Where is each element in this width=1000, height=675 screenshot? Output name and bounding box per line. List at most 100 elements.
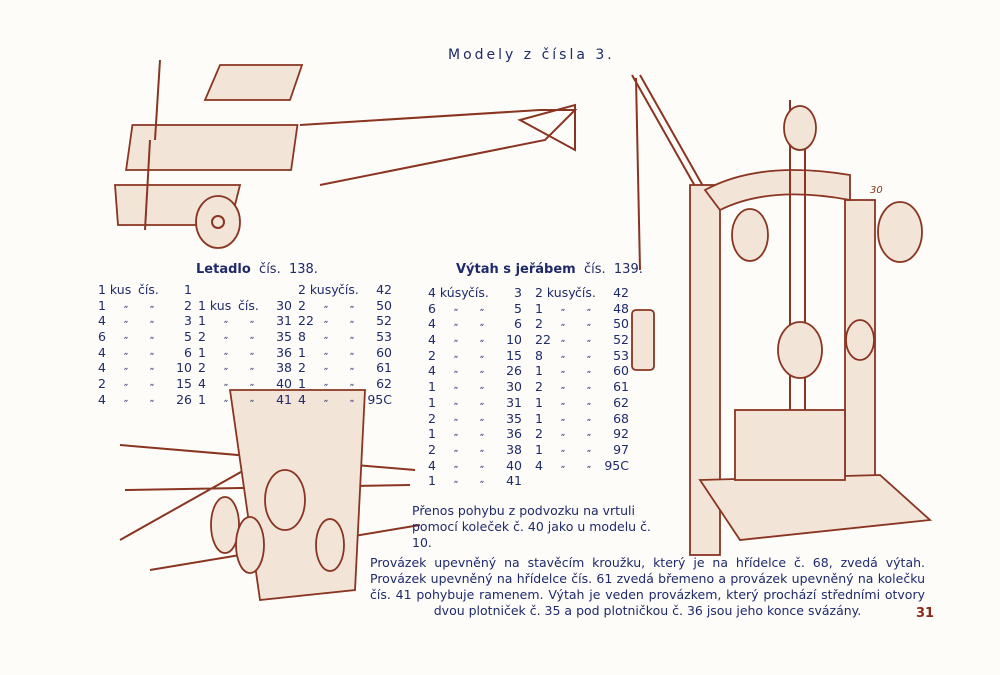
parts-row: 1„„41 — [198, 392, 292, 408]
unit: „ — [560, 443, 566, 454]
parts-row: 2„„35 — [198, 329, 292, 345]
quantity: 1 — [428, 426, 436, 442]
vytah-heading: Výtah s jeřábem čís. 139. — [456, 262, 643, 277]
quantity: 1 — [298, 344, 306, 360]
unit: „ — [123, 378, 129, 389]
cis-label: „ — [479, 349, 485, 360]
part-number: 41 — [276, 391, 292, 407]
parts-row: 4„„6 — [428, 316, 522, 332]
parts-row: 4„„10 — [98, 360, 192, 376]
quantity: 1 — [428, 379, 436, 395]
part-number: 26 — [506, 363, 522, 379]
parts-row: 6„„5 — [428, 301, 522, 317]
part-number: 60 — [376, 344, 392, 360]
quantity: 4 — [98, 391, 106, 407]
transmission-note: Přenos pohybu z podvozku na vrtuli pomoc… — [412, 503, 651, 550]
part-number: 6 — [184, 344, 192, 360]
quantity: 4 — [98, 313, 106, 329]
cis-label: „ — [349, 362, 355, 373]
quantity: 4 — [535, 457, 543, 473]
cis-label: „ — [479, 475, 485, 486]
quantity: 1 — [198, 391, 206, 407]
part-number: 42 — [613, 285, 629, 300]
parts-row: 4„„10 — [428, 332, 522, 348]
part-number: 48 — [613, 300, 629, 316]
parts-row: 22„„52 — [298, 313, 392, 329]
parts-row: 1„„2 — [98, 298, 192, 314]
part-number: 60 — [613, 363, 629, 379]
quantity: 2 kusy — [298, 282, 339, 297]
parts-row: 6„„5 — [98, 329, 192, 345]
unit: „ — [123, 346, 129, 357]
quantity: 4 — [198, 376, 206, 392]
part-number: 35 — [276, 329, 292, 345]
part-number: 68 — [613, 410, 629, 426]
quantity: 1 — [198, 344, 206, 360]
cis-label: „ — [479, 428, 485, 439]
quantity: 2 — [198, 360, 206, 376]
cis-label: „ — [586, 334, 592, 345]
part-number: 26 — [176, 391, 192, 407]
part-number: 10 — [506, 332, 522, 348]
part-number: 38 — [506, 441, 522, 457]
parts-row: 1 „ „ 68 — [535, 411, 629, 427]
parts-row: 8„„53 — [298, 329, 392, 345]
cis-label: „ — [479, 459, 485, 470]
unit: „ — [560, 396, 566, 407]
unit: „ — [323, 315, 329, 326]
unit: „ — [323, 299, 329, 310]
part-number: 52 — [376, 313, 392, 329]
part-number: 61 — [376, 360, 392, 376]
part-number: 5 — [184, 329, 192, 345]
parts-row: 2„„92 — [535, 426, 629, 442]
quantity: 2 kusy — [535, 285, 576, 300]
unit: „ — [560, 381, 566, 392]
part-number: 1 — [184, 282, 192, 297]
quantity: 6 — [98, 329, 106, 345]
parts-row: 2„„61 — [298, 360, 392, 376]
quantity: 4 — [428, 457, 436, 473]
quantity: 2 — [535, 379, 543, 395]
cis-label: „ — [249, 378, 255, 389]
page-number: 31 — [916, 606, 935, 621]
quantity: 4 kúsy — [428, 285, 469, 300]
cis-label: „ — [479, 334, 485, 345]
unit: „ — [453, 412, 459, 423]
part-number: 50 — [376, 297, 392, 313]
parts-row: 1„„62 — [535, 395, 629, 411]
parts-row: 1„„31 — [428, 395, 522, 411]
quantity: 2 — [198, 329, 206, 345]
unit: „ — [323, 393, 329, 404]
cis-label: „ — [586, 412, 592, 423]
part-number: 15 — [176, 376, 192, 392]
part-number: 36 — [506, 426, 522, 442]
parts-row: 1„„60 — [298, 345, 392, 361]
quantity: 1 — [535, 363, 543, 379]
part-number: 3 — [514, 285, 522, 300]
unit: „ — [560, 459, 566, 470]
part-number: 5 — [514, 300, 522, 316]
parts-row: 1„„48 — [535, 301, 629, 317]
cis-label: „ — [349, 331, 355, 342]
unit: „ — [453, 318, 459, 329]
cis-label: „ — [586, 318, 592, 329]
part-number: 10 — [176, 360, 192, 376]
cis-label: „ — [249, 315, 255, 326]
cis-label: „ — [586, 428, 592, 439]
quantity: 1 — [535, 410, 543, 426]
quantity: 2 — [428, 347, 436, 363]
unit: „ — [223, 378, 229, 389]
unit: „ — [560, 412, 566, 423]
unit: „ — [560, 318, 566, 329]
parts-row: 4„„95C — [535, 458, 629, 474]
unit: „ — [453, 475, 459, 486]
part-number: 97 — [613, 441, 629, 457]
quantity: 2 — [428, 441, 436, 457]
